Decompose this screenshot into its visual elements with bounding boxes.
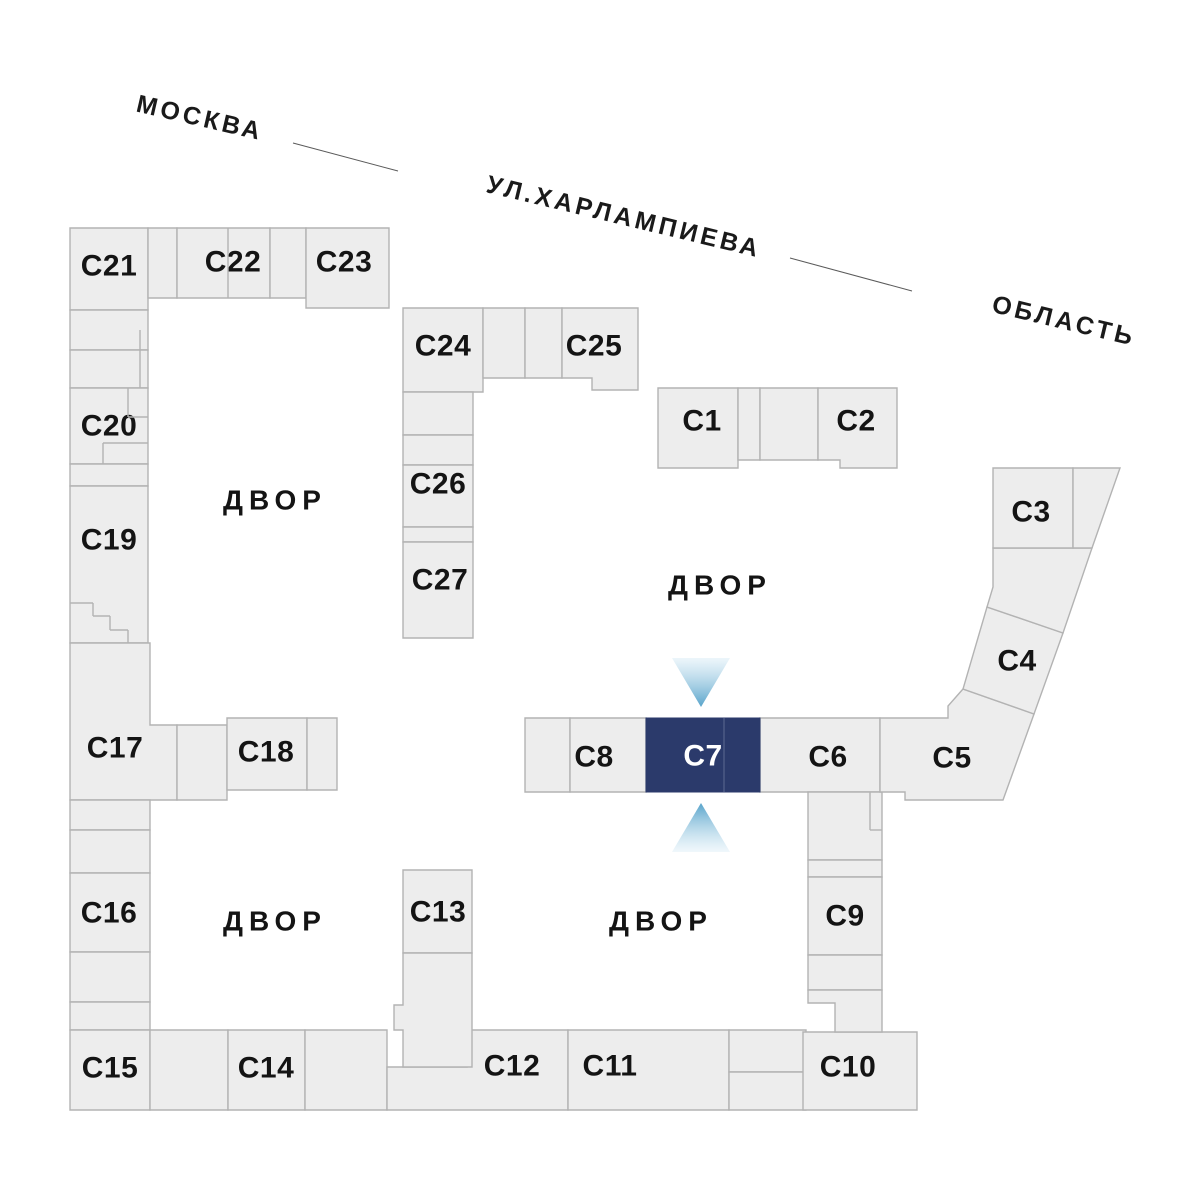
building-c13[interactable] bbox=[402, 869, 473, 954]
courtyard-label-1: ДВОР bbox=[223, 485, 327, 516]
street-line bbox=[789, 257, 913, 292]
building-c5[interactable] bbox=[879, 688, 1035, 801]
building-cell-w5 bbox=[306, 717, 338, 791]
building-c11[interactable] bbox=[567, 1029, 730, 1111]
building-cell-a1 bbox=[147, 227, 178, 299]
building-c8[interactable] bbox=[569, 717, 647, 793]
building-cell-w4 bbox=[176, 724, 228, 801]
building-c7-selected[interactable] bbox=[645, 717, 761, 793]
building-c2[interactable] bbox=[817, 387, 898, 469]
building-c27[interactable] bbox=[402, 541, 474, 639]
building-c22[interactable] bbox=[176, 227, 271, 299]
arrow-down-to-c7-icon bbox=[672, 658, 730, 707]
building-cell-s2 bbox=[304, 1029, 388, 1111]
building-cell-a2 bbox=[269, 227, 307, 299]
building-cell-c13-base bbox=[393, 952, 473, 1068]
building-cell-c9-b2 bbox=[807, 989, 883, 1033]
street-label-oblast: ОБЛАСТЬ bbox=[989, 290, 1138, 352]
building-c14[interactable] bbox=[227, 1029, 306, 1111]
building-cell-e2 bbox=[759, 387, 819, 461]
arrow-up-to-c7-icon bbox=[672, 803, 730, 852]
building-cell-w7 bbox=[69, 829, 151, 874]
building-c1[interactable] bbox=[657, 387, 739, 469]
building-cell-s1 bbox=[149, 1029, 229, 1111]
building-cell-w1 bbox=[69, 309, 149, 351]
building-c10[interactable] bbox=[802, 1031, 918, 1111]
courtyard-label-4: ДВОР bbox=[609, 906, 713, 937]
building-c26[interactable] bbox=[402, 464, 474, 528]
building-c9[interactable] bbox=[807, 876, 883, 956]
building-cell-wing2 bbox=[1072, 467, 1121, 549]
building-cell-n2 bbox=[524, 307, 563, 379]
building-c24[interactable] bbox=[402, 307, 484, 393]
building-cell-s4 bbox=[728, 1071, 807, 1111]
building-c6[interactable] bbox=[759, 717, 881, 793]
building-cell-w2 bbox=[69, 349, 149, 389]
building-c23[interactable] bbox=[305, 227, 390, 309]
building-cell-w3 bbox=[69, 463, 149, 487]
building-cell-b1 bbox=[524, 717, 571, 793]
building-c3[interactable] bbox=[992, 467, 1074, 549]
building-cell-e1 bbox=[737, 387, 761, 461]
courtyard-label-2: ДВОР bbox=[668, 570, 772, 601]
building-c18[interactable] bbox=[226, 717, 308, 791]
building-c25[interactable] bbox=[561, 307, 639, 391]
building-cell-n1 bbox=[482, 307, 526, 379]
building-c20[interactable] bbox=[69, 387, 149, 465]
building-cell-n5 bbox=[402, 526, 474, 543]
building-c16[interactable] bbox=[69, 872, 151, 953]
building-c17[interactable] bbox=[69, 642, 178, 801]
building-c21[interactable] bbox=[69, 227, 149, 311]
building-cell-w8 bbox=[69, 951, 151, 1003]
building-c15[interactable] bbox=[69, 1029, 151, 1111]
building-cell-c9-b1 bbox=[807, 954, 883, 991]
building-cell-c6-leg bbox=[807, 791, 883, 861]
courtyard-label-3: ДВОР bbox=[223, 906, 327, 937]
street-line bbox=[292, 142, 399, 172]
building-c19[interactable] bbox=[69, 485, 149, 644]
building-cell-w9 bbox=[69, 1001, 151, 1031]
street-label-kharlampieva: УЛ.ХАРЛАМПИЕВА bbox=[484, 170, 765, 263]
building-cell-n4 bbox=[402, 434, 474, 466]
building-cell-s3 bbox=[728, 1029, 807, 1073]
building-cell-w6 bbox=[69, 799, 151, 831]
building-cell-n3 bbox=[402, 391, 474, 436]
building-cell-c9-top bbox=[807, 859, 883, 878]
street-label-moscow: МОСКВА bbox=[134, 90, 266, 146]
